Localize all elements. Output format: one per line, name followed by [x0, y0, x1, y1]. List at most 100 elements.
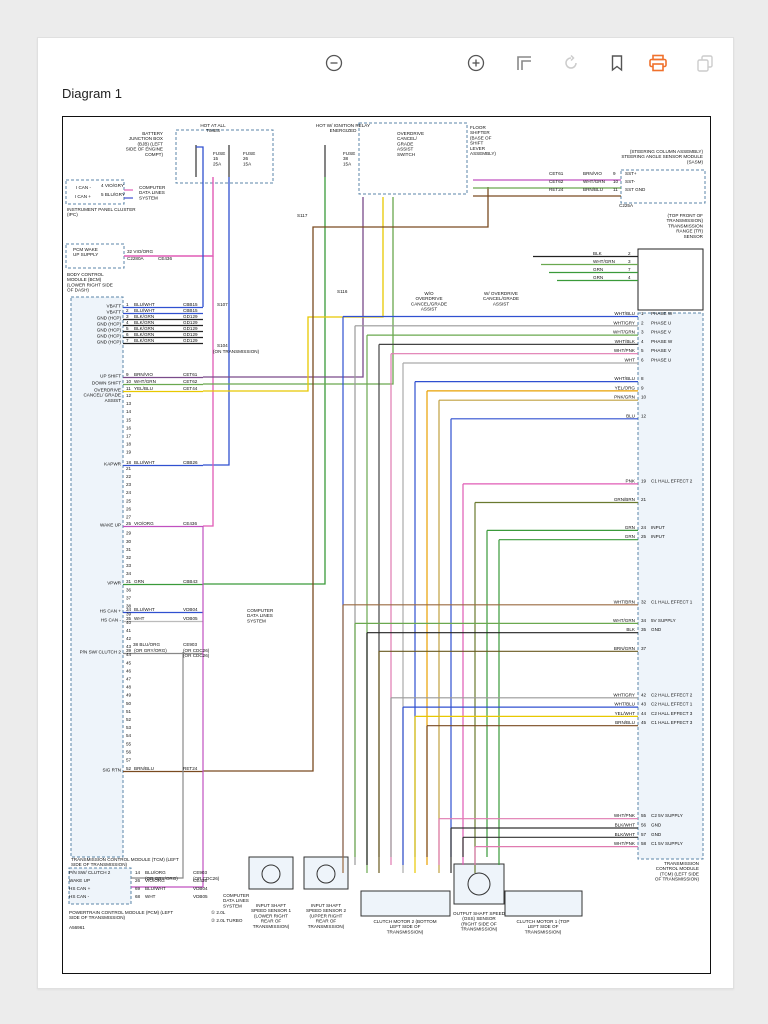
splice-label: S117 [297, 213, 308, 218]
iss1-label: REAR OF [261, 919, 282, 924]
tcm-right-wire-color: BRN/BLU [615, 720, 635, 725]
tcm-right-pin-number: 5 [641, 348, 644, 353]
oss-label: TRANSMISSION) [461, 927, 498, 932]
tcm-right-name-label: TRANSMISSION [664, 861, 699, 866]
iss2-label: SPEED SENSOR 2 [306, 908, 347, 913]
zoom-in-icon [467, 54, 485, 72]
tcm-left-wire-color: (OR GRY/ORG) [134, 648, 167, 653]
wires [123, 145, 638, 888]
fuse-38-label: FUSE [343, 151, 355, 156]
pcm-pin-label: HS CAN + [69, 886, 91, 891]
pcm-pin-number: 68 [135, 894, 141, 899]
tcm-right-wire-color: BLK [626, 627, 636, 632]
tcm-pin-38-label: 38 BLU/ORG [133, 642, 160, 647]
tcm-left-pin-label: UP SHIFT [100, 374, 121, 379]
tcm-right-name-label: OF TRANSMISSION) [655, 877, 700, 882]
tr-sensor-label: SENSOR [684, 234, 704, 239]
tcm-left-pin-label: GND (HCP) [97, 316, 122, 321]
sasm-circuit: RET24 [549, 187, 564, 192]
od-cancel-wire [203, 197, 384, 392]
tcm-left-pin-number: 46 [126, 668, 132, 673]
tcm-left-pin-number: 5 [126, 326, 129, 331]
tcm-left-pin-label: HS CAN + [100, 609, 122, 614]
pcm-wire-color: BLU/WHT [145, 886, 166, 891]
tcm-left-wire-color: BLU/WHT [134, 308, 155, 313]
tcm-left-circuit: CBB15 [183, 302, 198, 307]
wake-up-wire [203, 256, 214, 527]
tcm-left-pin-number: 26 [126, 506, 132, 511]
tcm-left-circuit: CBB26 [183, 460, 198, 465]
tcm-right-pin-number: 2 [641, 320, 644, 325]
oss-box [453, 863, 505, 905]
tr-pin-number: 3 [628, 259, 631, 264]
tcm-right-pin-label: GND [651, 823, 662, 828]
pcm-or-color: (OR GRY/ORG) [145, 876, 178, 881]
iss2-label: REAR OF [316, 919, 337, 924]
diagram-title: Diagram 1 [62, 86, 122, 101]
tcm-left-circuit: CBB15 [183, 308, 198, 313]
sasm-pin-number: 9 [613, 171, 616, 176]
tcm-left-wire-color: BLK/GRN [134, 326, 154, 331]
tcm-left-pin-label: WAKE UP [100, 523, 121, 528]
tcm-right-pin-label: C1 HALL EFFECT 3 [651, 720, 693, 725]
bjb-label: (BJB) (LEFT [137, 141, 163, 146]
sasm-connector-label: C225A [619, 203, 634, 208]
clutch-motor-1-label: CLUTCH MOTOR 1 (TOP [517, 919, 570, 924]
tcm-left-circuit: CET62 [183, 379, 198, 384]
rotate-button[interactable] [558, 50, 584, 76]
tcm-left-circuit: GD129 [183, 326, 198, 331]
tcm-right-wire-color: GRN/BRN [614, 497, 635, 502]
floor-shifter-label: (BASE OF [470, 135, 492, 140]
pcm-or-circuit: (OR CDC26) [193, 876, 220, 881]
tcm-right-pin-number: 43 [641, 702, 647, 707]
pcm-computer-data-label: DATA LINES [223, 898, 249, 903]
sasm-wire-color: WHT/GRN [583, 179, 605, 184]
tcm-left-pin-number: 36 [126, 587, 132, 592]
tcm-right-wire-color: PNK/GRN [614, 395, 635, 400]
toolbar [38, 38, 733, 88]
tcm-right-pin-number: 45 [641, 720, 647, 725]
zoom-in-button[interactable] [463, 50, 489, 76]
print-button[interactable] [645, 50, 671, 76]
pcm-circuit: VDB05 [193, 894, 208, 899]
tcm-left-wire-color: BLK/GRN [134, 314, 154, 319]
bookmark-button[interactable] [604, 50, 630, 76]
iss1-label: TRANSMISSION) [253, 924, 290, 929]
tcm-right-pin-label: 5V SUPPLY [651, 618, 676, 623]
tcm-left-pin-number: 32 [126, 555, 132, 560]
hot-at-all-times-label: HOT AT ALL [200, 123, 226, 128]
tcm-right-pin-label: GND [651, 627, 662, 632]
copy-button[interactable] [692, 50, 718, 76]
pcm-name-label: POWERTRAIN CONTROL MODULE (PCM) (LEFT [69, 910, 173, 915]
bcm-name-label: (LOWER RIGHT SIDE [67, 282, 113, 287]
tcm-left-pin-number: 44 [126, 652, 132, 657]
pcm-pn-wire [131, 652, 184, 879]
tcm-left-wire-color: BLK/GRN [134, 332, 154, 337]
hs-can-computer-data-label: COMPUTER [247, 608, 274, 613]
tcm-left-pin-number: 3 [126, 314, 129, 319]
tcm-right-wire-color: YEL/WHT [615, 711, 636, 716]
tcm-right-pin-number: 9 [641, 385, 644, 390]
zoom-out-button[interactable] [321, 50, 347, 76]
on-transmission-label: (ON TRANSMISSION) [213, 349, 260, 354]
fuse-26-label: FUSE [243, 151, 255, 156]
clutch-motor-1-label: LEFT SIDE OF [528, 924, 559, 929]
tcm-right-wire-color: BLK/WHT [615, 823, 636, 828]
od-switch-label: SWITCH [397, 152, 415, 157]
figure-id-label: A56961 [69, 925, 85, 930]
sasm-pin-label: SST+ [625, 171, 637, 176]
clutch-motor-1-label: TRANSMISSION) [525, 929, 562, 934]
tcm-right-pin-label: PHASE W [651, 311, 673, 316]
tcm-left-pin-number: 7 [126, 338, 129, 343]
sig-rtn-wire [203, 187, 489, 772]
ipc-box [65, 179, 125, 205]
tcm-left-pin-number: 21 [126, 466, 132, 471]
tcm-right-pin-label: C2 HALL EFFECT 2 [651, 692, 693, 697]
sasm-pin-label: SST GND [625, 187, 646, 192]
fit-page-button[interactable] [511, 50, 537, 76]
tcm-right-pin-number: 12 [641, 413, 647, 418]
bjb-label: BATTERY [142, 131, 163, 136]
tcm-left-pin-number: 47 [126, 677, 132, 682]
tr-sensor-label: (TOP FRONT OF [668, 213, 704, 218]
